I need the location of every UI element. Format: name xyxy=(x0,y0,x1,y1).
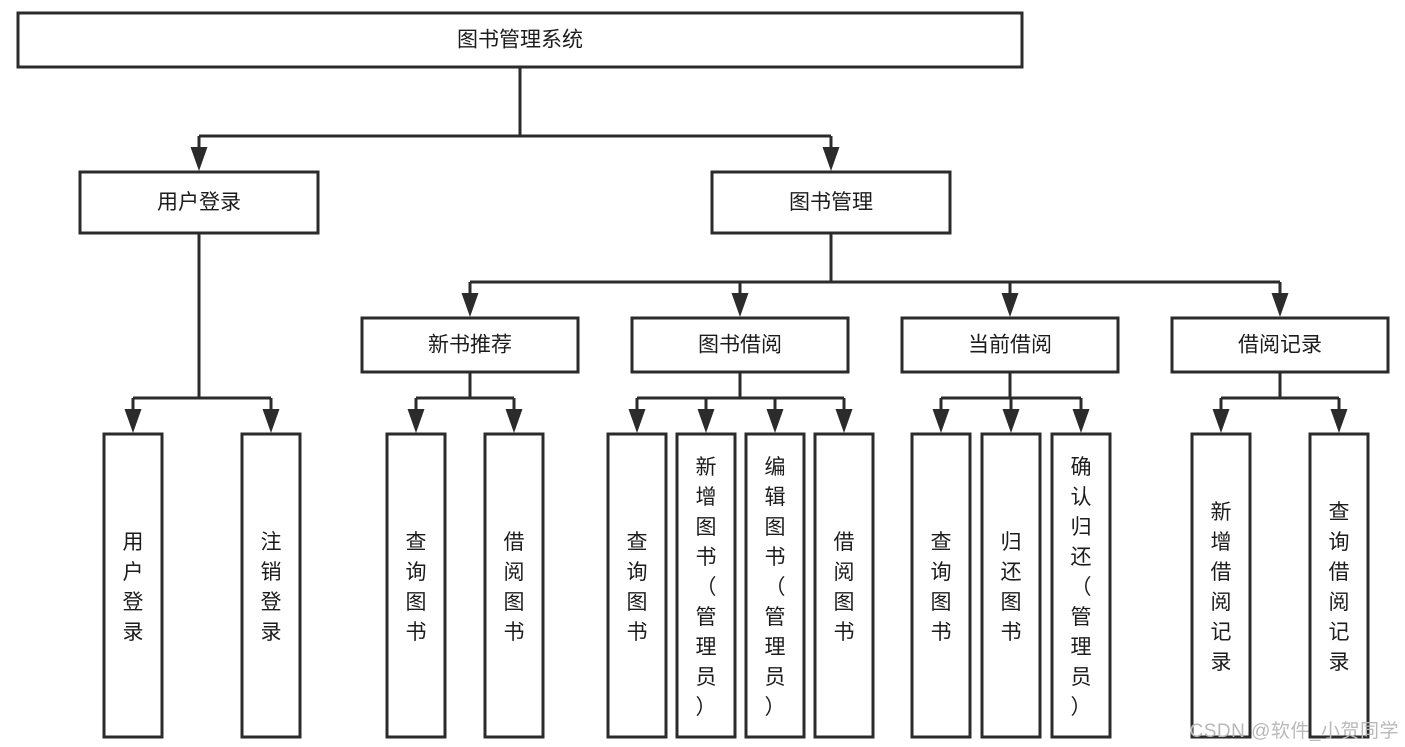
arrow-head-icon xyxy=(505,409,523,433)
node-label: 借阅记录 xyxy=(1238,334,1322,357)
arrow-head-icon xyxy=(731,293,749,317)
edge-layer xyxy=(124,67,1348,433)
node-leaf-book-add[interactable]: 新增图书（管理员） xyxy=(675,432,737,739)
node-label: 借阅图书 xyxy=(504,531,525,644)
node-leaf-cur-return[interactable]: 归还图书 xyxy=(980,432,1042,739)
arrow-head-icon xyxy=(1002,409,1020,433)
node-label: 查询图书 xyxy=(406,531,427,644)
node-label: 注销登录 xyxy=(261,531,282,644)
node-new-book-rec[interactable]: 新书推荐 xyxy=(360,316,580,374)
node-box[interactable] xyxy=(980,432,1042,739)
node-leaf-user-login[interactable]: 用户登录 xyxy=(102,432,164,739)
node-borrow-record[interactable]: 借阅记录 xyxy=(1170,316,1390,374)
connector-group-book-borrow xyxy=(628,372,853,433)
node-book-borrow[interactable]: 图书借阅 xyxy=(630,316,850,374)
node-label: 新书推荐 xyxy=(428,334,512,357)
arrow-head-icon xyxy=(1001,293,1019,317)
node-label: 图书管理 xyxy=(789,191,873,214)
node-box[interactable] xyxy=(900,316,1120,374)
node-label: 编辑图书（管理员） xyxy=(765,456,786,719)
node-box[interactable] xyxy=(813,432,875,739)
node-box[interactable] xyxy=(1050,432,1112,739)
arrow-head-icon xyxy=(1212,409,1230,433)
node-label: 图书借阅 xyxy=(698,334,782,357)
node-label: 查询图书 xyxy=(627,531,648,644)
node-label: 当前借阅 xyxy=(968,334,1052,357)
node-box[interactable] xyxy=(385,432,447,739)
arrow-head-icon xyxy=(822,147,840,171)
node-box[interactable] xyxy=(606,432,668,739)
connector-group-new-book-rec xyxy=(407,372,523,433)
arrow-head-icon xyxy=(461,293,479,317)
arrow-head-icon xyxy=(835,409,853,433)
node-leaf-rec-borrow[interactable]: 借阅图书 xyxy=(483,432,545,739)
node-leaf-user-logout[interactable]: 注销登录 xyxy=(240,432,302,739)
node-box[interactable] xyxy=(1170,316,1390,374)
arrow-head-icon xyxy=(1072,409,1090,433)
node-root[interactable]: 图书管理系统 xyxy=(16,11,1024,69)
arrow-head-icon xyxy=(932,409,950,433)
node-leaf-book-edit[interactable]: 编辑图书（管理员） xyxy=(744,432,806,739)
node-user-login[interactable]: 用户登录 xyxy=(78,170,320,235)
arrow-head-icon xyxy=(1330,409,1348,433)
arrow-head-icon xyxy=(697,409,715,433)
node-label: 用户登录 xyxy=(123,531,144,644)
node-label: 新增借阅记录 xyxy=(1211,501,1232,674)
node-box[interactable] xyxy=(360,316,580,374)
arrow-head-icon xyxy=(766,409,784,433)
arrow-head-icon xyxy=(1271,293,1289,317)
connector-group-current-borrow xyxy=(932,372,1090,433)
connector-group-borrow-record xyxy=(1212,372,1348,433)
node-label: 用户登录 xyxy=(157,191,241,214)
arrow-head-icon xyxy=(124,409,142,433)
node-label: 新增图书（管理员） xyxy=(696,456,717,719)
node-box[interactable] xyxy=(483,432,545,739)
node-box[interactable] xyxy=(1308,432,1370,739)
node-leaf-rec-query2[interactable]: 查询借阅记录 xyxy=(1308,432,1370,739)
watermark-label: CSDN @软件_小贺同学 xyxy=(1189,721,1399,742)
node-leaf-cur-query[interactable]: 查询图书 xyxy=(910,432,972,739)
node-label: 借阅图书 xyxy=(834,531,855,644)
node-label: 归还图书 xyxy=(1001,531,1022,644)
node-label: 查询图书 xyxy=(931,531,952,644)
node-box[interactable] xyxy=(16,11,1024,69)
node-box[interactable] xyxy=(240,432,302,739)
node-box[interactable] xyxy=(675,432,737,739)
node-box[interactable] xyxy=(744,432,806,739)
node-book-manage[interactable]: 图书管理 xyxy=(710,170,952,235)
node-box[interactable] xyxy=(910,432,972,739)
arrow-head-icon xyxy=(628,409,646,433)
node-label: 图书管理系统 xyxy=(457,29,583,52)
node-label: 确认归还（管理员） xyxy=(1071,456,1092,719)
node-label: 查询借阅记录 xyxy=(1329,501,1350,674)
node-leaf-cur-confirm[interactable]: 确认归还（管理员） xyxy=(1050,432,1112,739)
node-box[interactable] xyxy=(1190,432,1252,739)
connector-group-root xyxy=(190,67,840,171)
node-box[interactable] xyxy=(78,170,320,235)
node-box[interactable] xyxy=(630,316,850,374)
node-current-borrow[interactable]: 当前借阅 xyxy=(900,316,1120,374)
node-layer: 图书管理系统用户登录图书管理新书推荐图书借阅当前借阅借阅记录用户登录注销登录查询… xyxy=(16,11,1390,739)
node-leaf-book-borrow[interactable]: 借阅图书 xyxy=(813,432,875,739)
node-leaf-rec-query[interactable]: 查询图书 xyxy=(385,432,447,739)
connector-group-user-login xyxy=(124,233,280,433)
arrow-head-icon xyxy=(407,409,425,433)
node-leaf-rec-add[interactable]: 新增借阅记录 xyxy=(1190,432,1252,739)
node-box[interactable] xyxy=(710,170,952,235)
arrow-head-icon xyxy=(262,409,280,433)
connector-group-book-manage xyxy=(461,233,1289,317)
node-box[interactable] xyxy=(102,432,164,739)
arrow-head-icon xyxy=(190,147,208,171)
node-leaf-borrow-query[interactable]: 查询图书 xyxy=(606,432,668,739)
